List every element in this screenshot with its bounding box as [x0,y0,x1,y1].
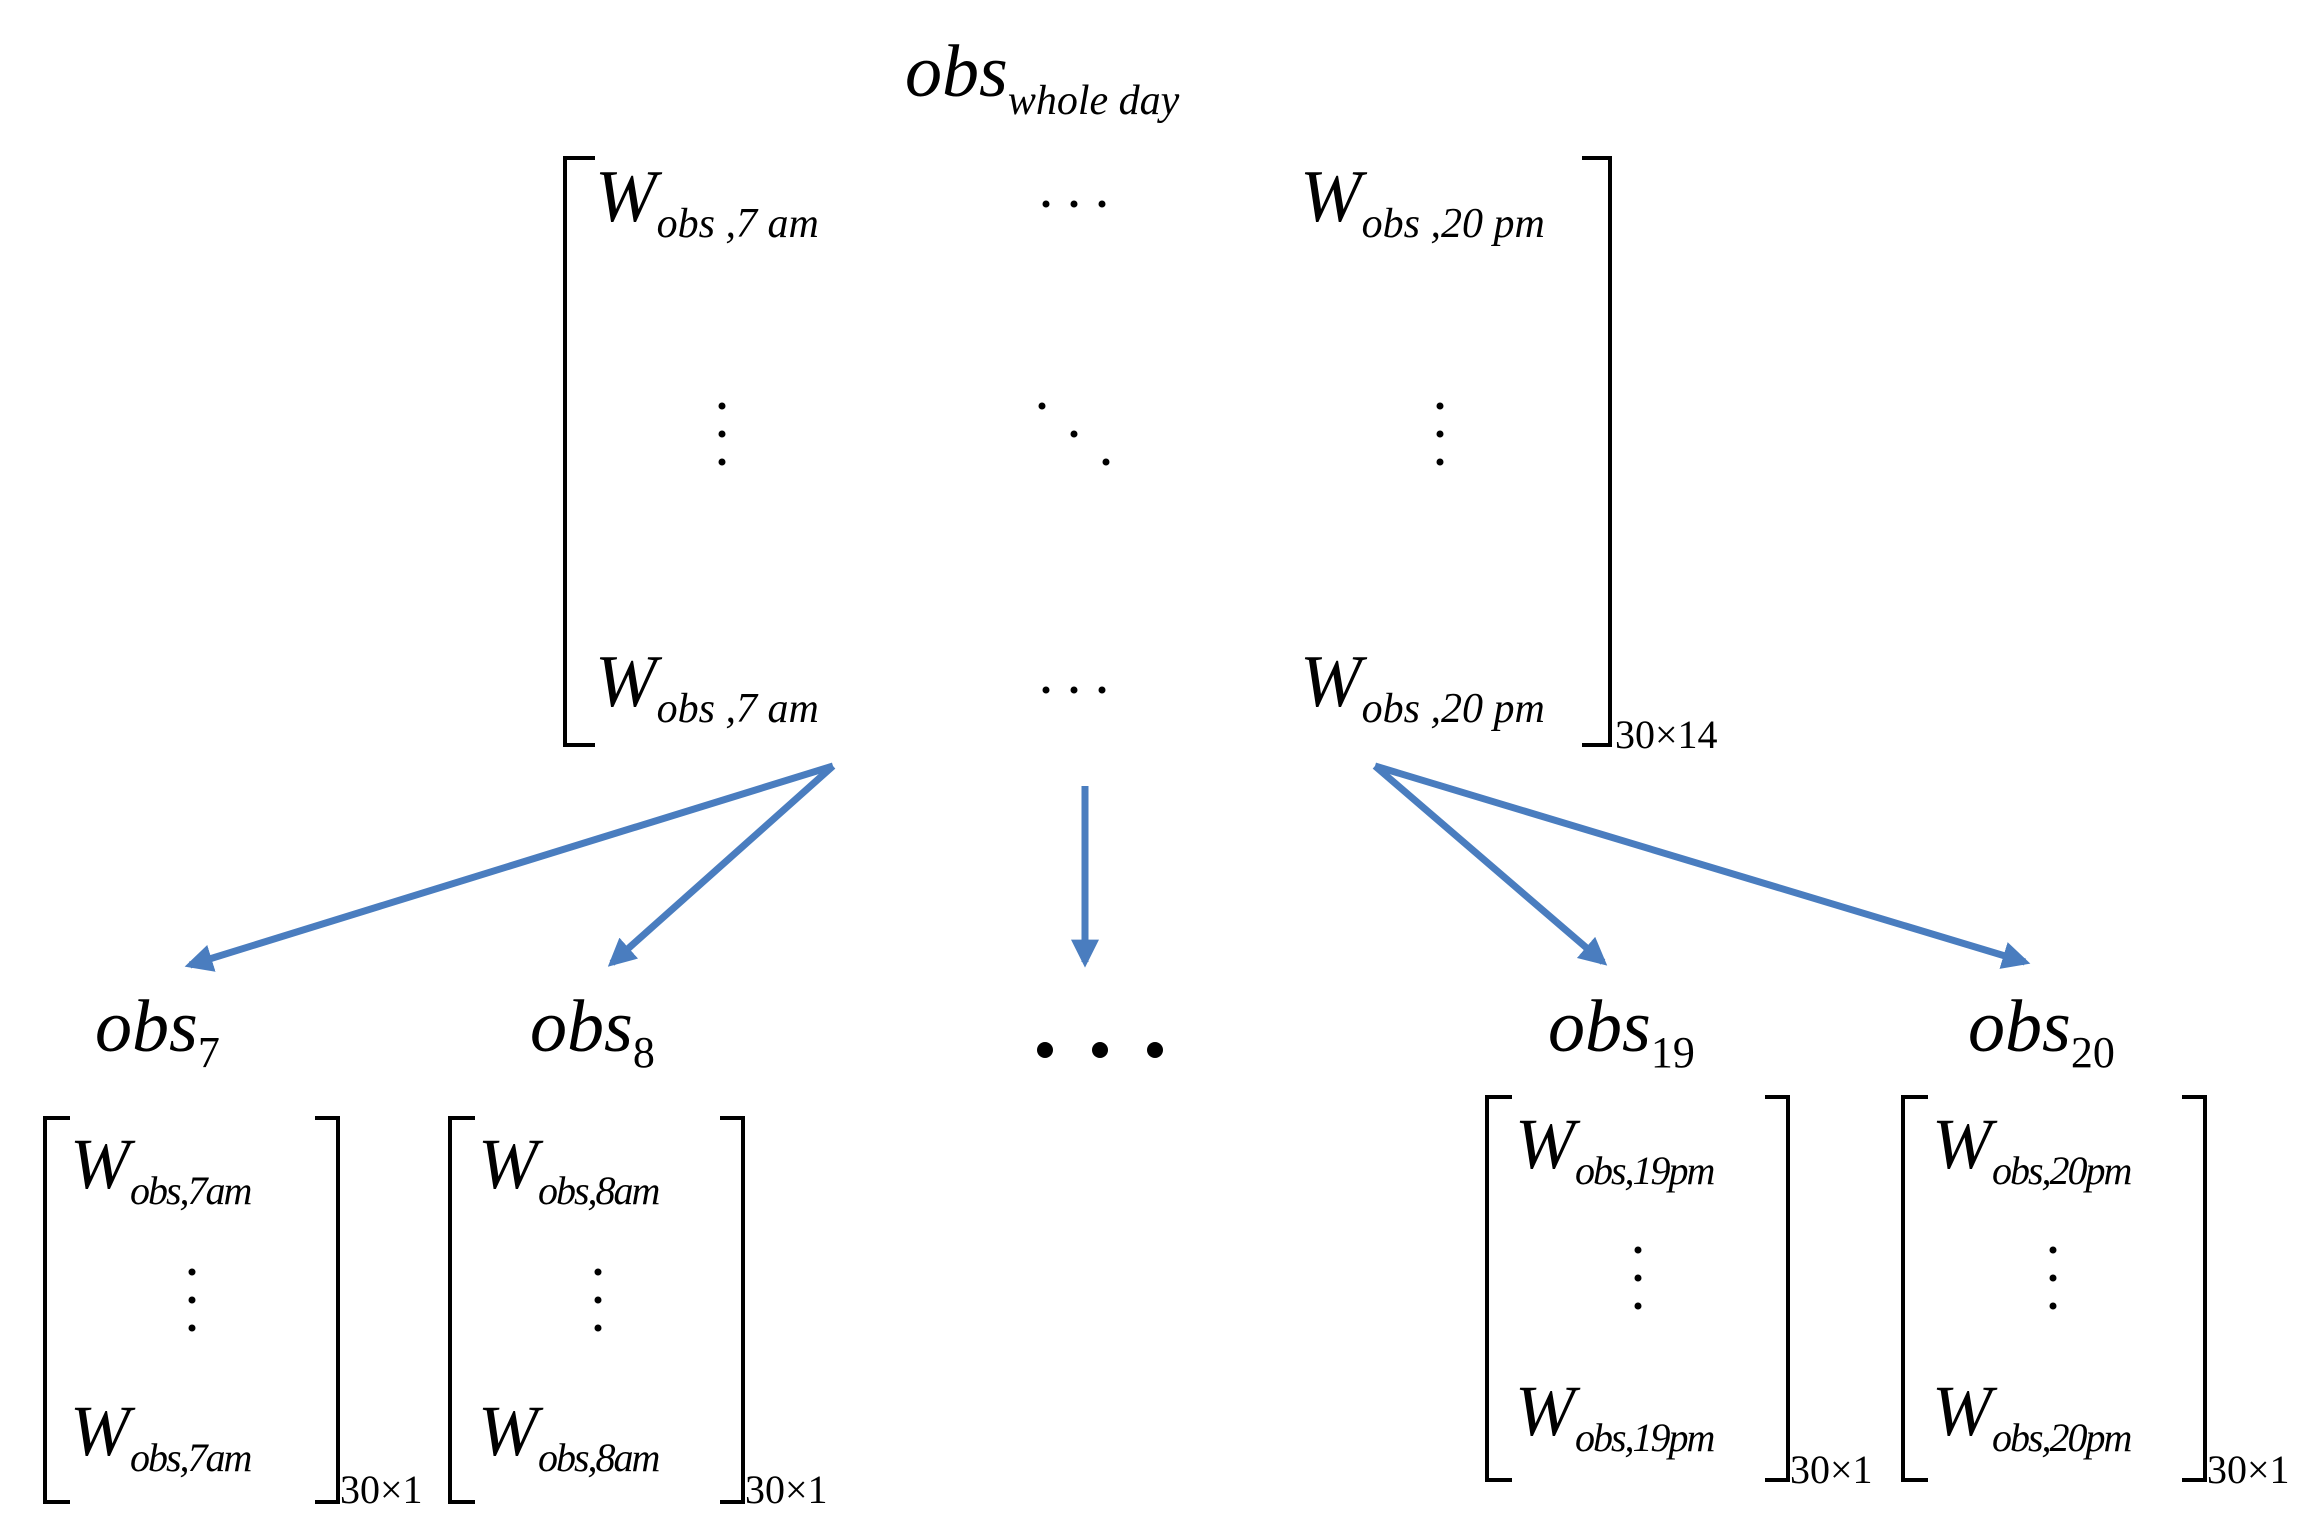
m4-right-bracket [2182,1095,2207,1482]
cell-symbol: W [1515,1104,1575,1184]
cell-subscript: obs,19pm [1574,1415,1715,1460]
cell-subscript: obs ,7 am [656,201,819,247]
m2-left-bracket [448,1116,475,1504]
m3-label-base: obs [1548,986,1651,1068]
cell-subscript: obs,8am [537,1168,660,1213]
m3-vertical-ellipsis [1634,1246,1642,1310]
cell-subscript: obs ,7 am [656,686,819,732]
m2-dims: 30×1 [745,1467,828,1512]
cell-subscript: obs,7am [129,1435,252,1480]
m1-left-bracket [43,1116,70,1504]
top-title-base: obs [905,31,1008,113]
cell-symbol: W [1515,1371,1575,1451]
cell-symbol: W [595,156,657,238]
m4-cell-top: Wobs,20pm [1932,1108,2132,1193]
cell-subscript: obs,8am [537,1435,660,1480]
top-cell-r1c3: Wobs ,20 pm [1300,160,1545,245]
cell-symbol: W [478,1391,538,1471]
top-cell-r1c1: Wobs ,7 am [595,160,819,245]
cell-subscript: obs ,20 pm [1361,201,1545,247]
cell-subscript: obs,19pm [1574,1148,1715,1193]
top-right-vertical-ellipsis [1436,402,1444,466]
m3-left-bracket [1485,1095,1512,1482]
m3-right-bracket [1765,1095,1790,1482]
cell-subscript: obs,20pm [1991,1415,2132,1460]
cell-subscript: obs,20pm [1991,1148,2132,1193]
top-matrix-dims: 30×14 [1615,712,1718,757]
cell-subscript: obs,7am [129,1168,252,1213]
top-title: obswhole day [905,35,1179,122]
cell-subscript: obs ,20 pm [1361,686,1545,732]
top-matrix-right-bracket [1582,156,1612,747]
m4-vertical-ellipsis [2049,1246,2057,1310]
m2-label-base: obs [530,986,633,1068]
m1-right-bracket [315,1116,340,1504]
m1-label-sub: 7 [197,1028,220,1077]
cell-symbol: W [1932,1104,1992,1184]
m1-vertical-ellipsis [188,1268,196,1332]
m2-cell-top: Wobs,8am [478,1128,660,1213]
m3-cell-bottom: Wobs,19pm [1515,1375,1715,1460]
arrow-to-obs8 [607,763,836,967]
top-matrix-left-bracket [563,156,595,747]
top-title-sub: whole day [1007,78,1180,124]
m2-label-sub: 8 [632,1028,655,1077]
m1-cell-top: Wobs,7am [70,1128,252,1213]
top-cell-r2c1: Wobs ,7 am [595,645,819,730]
arrow-to-obs7 [184,762,835,972]
m1-label-base: obs [95,986,198,1068]
arrow-to-obs20 [1373,762,2031,969]
m4-label: obs20 [1968,990,2115,1075]
cell-symbol: W [595,641,657,723]
top-row1-ellipsis [1042,200,1106,208]
m1-label: obs7 [95,990,220,1075]
cell-symbol: W [1932,1371,1992,1451]
m3-label: obs19 [1548,990,1695,1075]
m2-label: obs8 [530,990,655,1075]
arrow-to-obs19 [1372,763,1608,966]
m4-label-base: obs [1968,986,2071,1068]
m4-dims: 30×1 [2207,1447,2290,1492]
m1-cell-bottom: Wobs,7am [70,1395,252,1480]
m3-dims: 30×1 [1790,1447,1873,1492]
m4-label-sub: 20 [2070,1028,2115,1077]
m3-label-sub: 19 [1650,1028,1695,1077]
top-row2-ellipsis [1042,686,1106,694]
cell-symbol: W [478,1124,538,1204]
cell-symbol: W [70,1391,130,1471]
top-diagonal-ellipsis [1038,402,1110,466]
m2-cell-bottom: Wobs,8am [478,1395,660,1480]
cell-symbol: W [1300,641,1362,723]
m4-cell-bottom: Wobs,20pm [1932,1375,2132,1460]
m4-left-bracket [1901,1095,1928,1482]
m3-cell-top: Wobs,19pm [1515,1108,1715,1193]
top-cell-r2c3: Wobs ,20 pm [1300,645,1545,730]
cell-symbol: W [1300,156,1362,238]
m2-right-bracket [720,1116,745,1504]
m1-dims: 30×1 [340,1467,423,1512]
bottom-middle-ellipsis [1037,1042,1163,1058]
top-left-vertical-ellipsis [718,402,726,466]
m2-vertical-ellipsis [594,1268,602,1332]
cell-symbol: W [70,1124,130,1204]
